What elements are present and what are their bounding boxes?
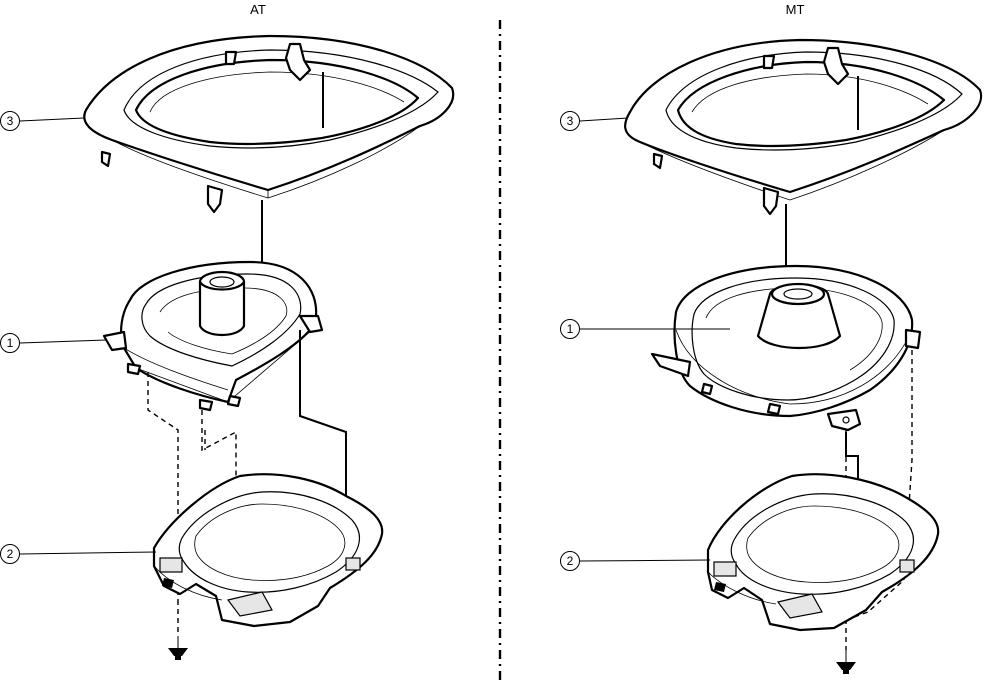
at-callout-2: 2 (0, 544, 20, 564)
mt-title: MT (785, 2, 805, 17)
at-shift-boot (102, 260, 324, 412)
at-boot-base-line (299, 330, 347, 512)
at-clip (168, 636, 188, 660)
mt-leader-2 (579, 559, 711, 562)
at-leader-3 (19, 117, 85, 122)
mt-assembly (579, 38, 983, 674)
at-callout-3: 3 (0, 111, 20, 131)
at-callout-1: 1 (0, 333, 20, 353)
at-shift-panel (83, 34, 455, 214)
at-title: AT (250, 2, 266, 17)
mt-shift-boot (650, 264, 922, 432)
mt-shift-panel (624, 38, 983, 216)
at-base (152, 473, 384, 628)
mt-base (706, 473, 940, 632)
at-leader-2 (19, 551, 157, 555)
mt-callout-3: 3 (560, 111, 580, 131)
mt-leader-3 (579, 117, 629, 122)
mt-callout-2: 2 (560, 551, 580, 571)
at-leader-1 (19, 339, 107, 344)
mt-boot-base-line (845, 432, 859, 496)
mt-clip (836, 650, 856, 674)
at-assembly (19, 34, 455, 660)
mt-callout-1: 1 (560, 319, 580, 339)
